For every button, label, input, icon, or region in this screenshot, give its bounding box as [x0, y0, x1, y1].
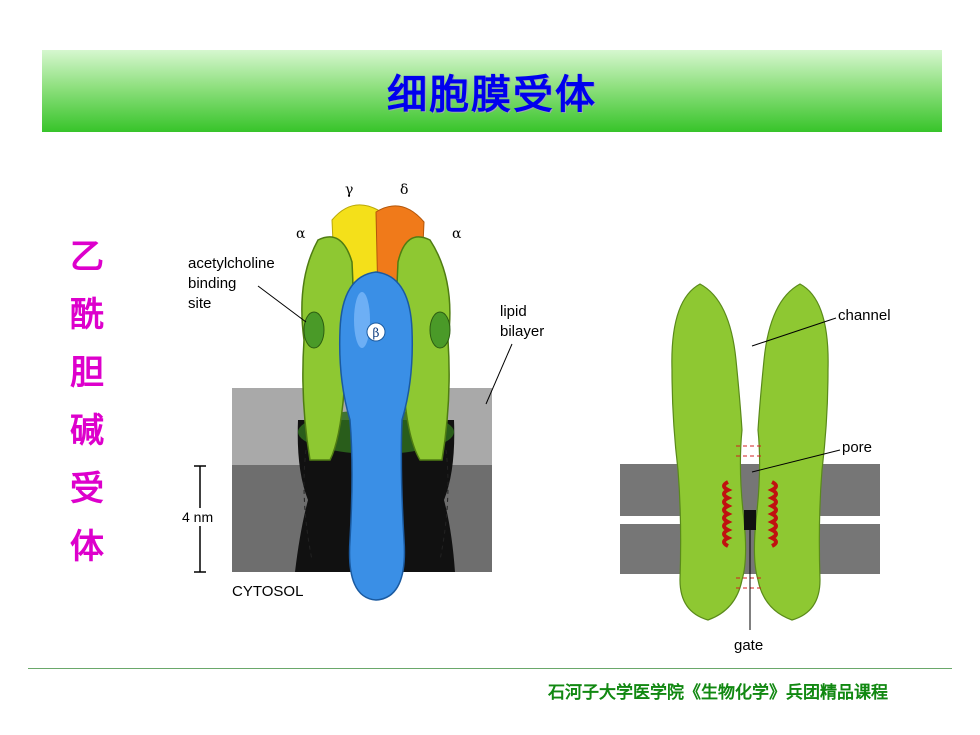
- beta-marker: [366, 322, 386, 342]
- binding-label-line3: site: [188, 295, 211, 312]
- scale-label: 4 nm: [182, 509, 213, 525]
- gamma-label: γ: [345, 182, 353, 198]
- delta-label: δ: [400, 182, 408, 198]
- gate-label: gate: [734, 637, 763, 654]
- alpha-subunit-left: [301, 236, 354, 461]
- footer-course-name: 石河子大学医学院《生物化学》兵团精品课程: [548, 683, 888, 703]
- alpha-label-left: α: [296, 226, 306, 242]
- side-label: 乙 酰 胆 碱 受 体: [70, 228, 120, 576]
- pore-pointer: [751, 449, 841, 473]
- beta-label: β: [373, 326, 380, 340]
- pore-dash-left: [303, 449, 313, 561]
- lipid-label-line1: lipid: [500, 303, 527, 320]
- side-char: 受: [70, 469, 104, 509]
- acetylcholine-receptor: β γ δ α α acetylcholine binding site lip…: [178, 182, 544, 601]
- residues-right: [767, 480, 778, 548]
- channel-wall-left: [671, 283, 747, 621]
- beta-subunit: [338, 271, 414, 601]
- gate-block: [744, 510, 756, 530]
- channel-pointer: [751, 317, 837, 347]
- binding-site-left: [303, 311, 325, 349]
- beta-highlight: [354, 292, 370, 348]
- side-char: 胆: [70, 353, 104, 393]
- side-char: 体: [70, 527, 104, 567]
- title-bar: 细胞膜受体: [42, 50, 942, 132]
- cytosol-label: CYTOSOL: [232, 583, 303, 600]
- side-char: 酰: [70, 295, 104, 335]
- pore-dash-right: [439, 449, 449, 561]
- binding-site-right: [429, 311, 451, 349]
- alpha-label-right: α: [452, 226, 462, 242]
- side-char: 碱: [70, 411, 104, 451]
- residues-left: [722, 480, 733, 548]
- page-title: 细胞膜受体: [387, 71, 597, 118]
- channel-cross-section: gate channel pore: [620, 283, 891, 654]
- scale-label-bg: [178, 508, 224, 526]
- lipid-label-line2: bilayer: [500, 323, 544, 340]
- membrane-upper-layer: [620, 464, 880, 516]
- channel-label: channel: [838, 307, 891, 324]
- side-char: 乙: [70, 237, 104, 277]
- pore-label: pore: [842, 439, 872, 456]
- binding-label-line2: binding: [188, 275, 236, 292]
- binding-label-line1: acetylcholine: [188, 255, 275, 272]
- channel-wall-right: [753, 283, 829, 621]
- footer-divider: [28, 668, 952, 669]
- lipid-pointer: [485, 343, 513, 405]
- binding-pointer: [257, 285, 307, 323]
